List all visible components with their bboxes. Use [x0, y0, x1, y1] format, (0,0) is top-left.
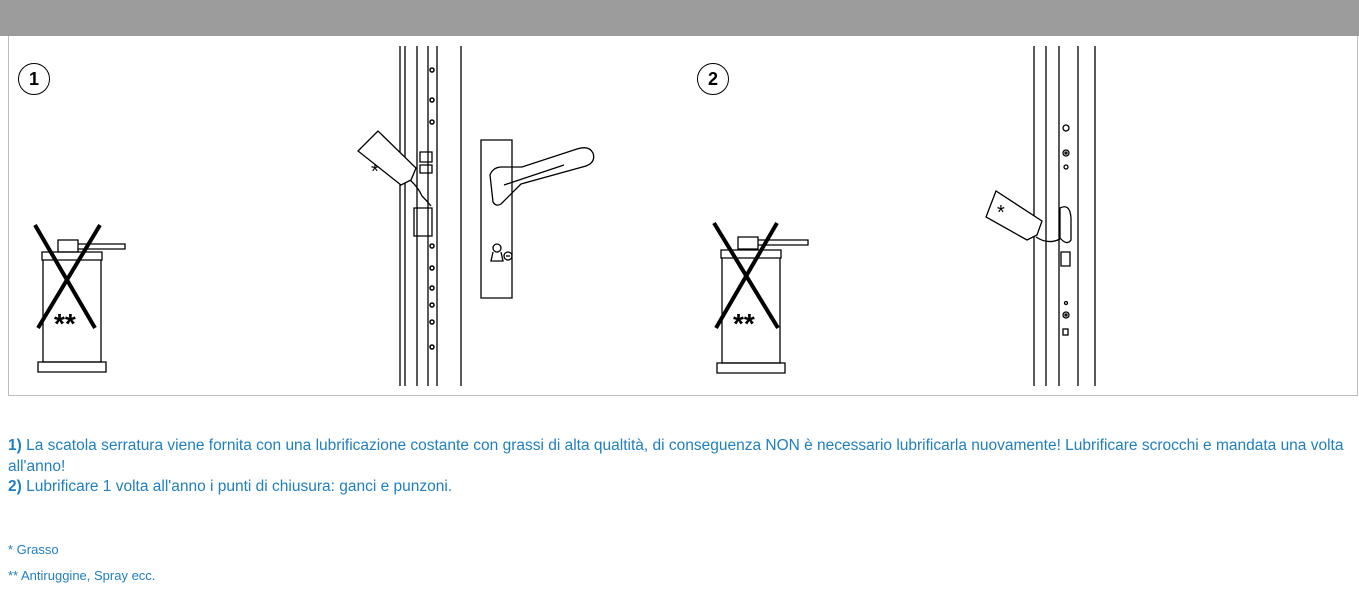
- spray-can-crossed-icon-2: **: [712, 221, 809, 374]
- door-frame-2: [1033, 46, 1096, 386]
- instruction-1: 1) La scatola serratura viene fornita co…: [8, 436, 1348, 477]
- footnote-spray: ** Antiruggine, Spray ecc.: [8, 568, 156, 583]
- instruction-2-number: 2): [8, 478, 22, 495]
- door-handle-plate-icon: [480, 139, 595, 299]
- instructions-text: 1) La scatola serratura viene fornita co…: [8, 436, 1348, 498]
- step-2-badge: 2: [697, 63, 729, 95]
- lubrication-illustrations: **: [33, 46, 1096, 386]
- instruction-1-text: La scatola serratura viene fornita con u…: [8, 437, 1344, 475]
- instruction-2-text: Lubrificare 1 volta all'anno i punti di …: [21, 478, 453, 495]
- spray-marker-2: **: [733, 308, 755, 339]
- grease-tube-icon-1: *: [357, 130, 432, 207]
- instruction-1-number: 1): [8, 437, 22, 454]
- grease-marker-2: *: [997, 202, 1005, 224]
- instruction-2: 2) Lubrificare 1 volta all'anno i punti …: [8, 477, 1348, 498]
- step-1-badge: 1: [18, 63, 50, 95]
- header-bar: [0, 0, 1359, 36]
- spray-marker-1: **: [54, 308, 76, 339]
- spray-can-crossed-icon-1: **: [33, 223, 126, 373]
- grease-marker-1: *: [371, 161, 379, 183]
- grease-tube-icon-2: *: [985, 190, 1061, 243]
- door-frame-1: [399, 46, 462, 386]
- illustration-panel: [8, 36, 1358, 396]
- footnote-grease: * Grasso: [8, 542, 59, 557]
